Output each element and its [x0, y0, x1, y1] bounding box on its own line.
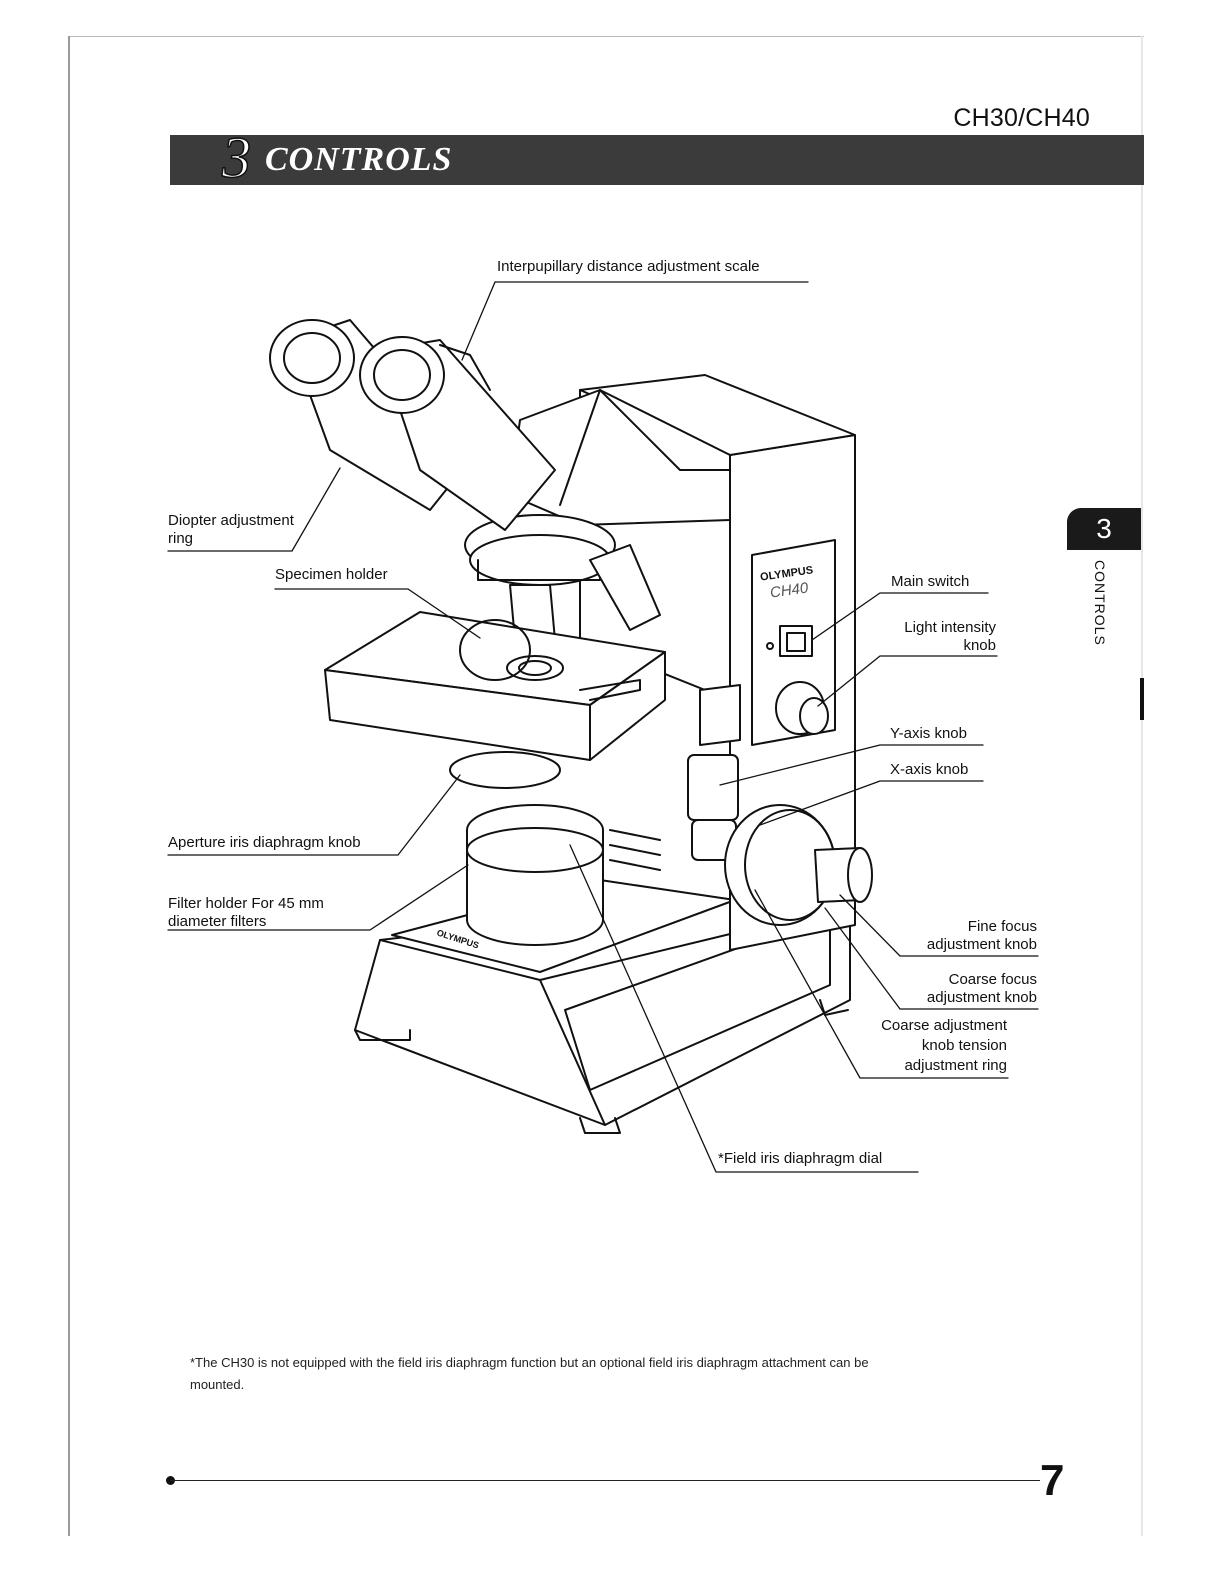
chapter-tab: 3: [1067, 508, 1141, 550]
model-name: CH30/CH40: [953, 104, 1090, 132]
callout-ipd-scale: Interpupillary distance adjustment scale: [497, 258, 760, 275]
callout-leader-lines: [167, 281, 1039, 1173]
section-number: 3: [221, 135, 252, 185]
callout-light-intensity-knob: Light intensity knob: [904, 619, 996, 654]
callout-main-switch: Main switch: [891, 573, 970, 590]
callout-filter-holder: Filter holder For 45 mm diameter filters: [168, 895, 324, 930]
section-header-bar: 3 CONTROLS: [170, 135, 1144, 185]
callout-aperture-iris-knob: Aperture iris diaphragm knob: [168, 834, 361, 851]
callout-field-iris-dial: *Field iris diaphragm dial: [718, 1150, 883, 1167]
callout-coarse-focus-knob: Coarse focus adjustment knob: [926, 971, 1037, 1006]
page-left-edge: [68, 36, 70, 1536]
chapter-tab-number: 3: [1096, 513, 1112, 544]
callout-fine-focus-knob: Fine focus adjustment knob: [926, 918, 1037, 953]
binocular-eyepieces: [269, 319, 556, 531]
chapter-tab-label: CONTROLS: [1092, 560, 1108, 646]
microscope-stage: [324, 611, 741, 761]
stage-xy-knobs: [687, 754, 739, 861]
page-number: 7: [1040, 1456, 1065, 1505]
focus-knobs: [724, 804, 873, 926]
callout-diopter-ring: Diopter adjustment ring: [168, 512, 294, 547]
chapter-tab-mark: [1140, 678, 1144, 720]
footnote: *The CH30 is not equipped with the field…: [190, 1355, 869, 1392]
callout-specimen-holder: Specimen holder: [275, 566, 388, 583]
condenser-and-lamp: [449, 751, 661, 946]
footer-rule: [170, 1480, 1040, 1481]
page-right-edge: [1141, 36, 1143, 1536]
objective-lenses: [509, 544, 661, 659]
microscope-head: [464, 389, 731, 586]
section-title: CONTROLS: [265, 141, 453, 178]
callout-tension-ring: Coarse adjustment knob tension adjustmen…: [881, 1017, 1007, 1074]
light-intensity-dial: [775, 681, 829, 735]
callout-x-axis-knob: X-axis knob: [890, 761, 969, 778]
page-top-rule: [70, 36, 1144, 37]
callout-y-axis-knob: Y-axis knob: [890, 725, 967, 742]
